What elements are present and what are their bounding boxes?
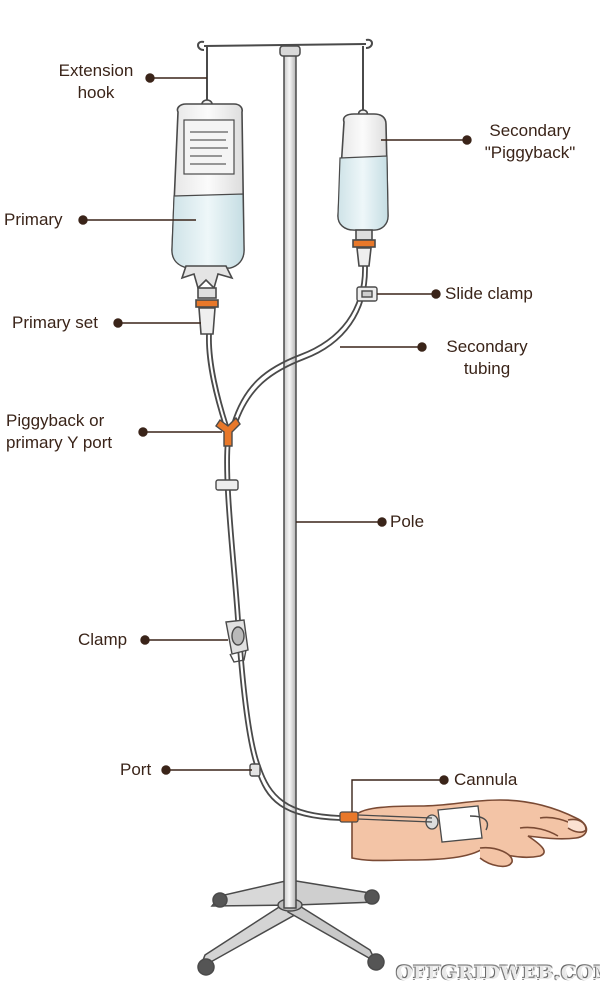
roller-clamp-shape <box>225 619 249 663</box>
label-slide-clamp: Slide clamp <box>445 284 533 303</box>
label-extension-hook-line2: hook <box>77 83 115 102</box>
label-secondary-piggyback: Secondary "Piggyback" <box>470 120 590 164</box>
label-port: Port <box>120 760 152 779</box>
label-piggyback-port-line2: primary Y port <box>6 433 113 452</box>
label-piggyback-port: Piggyback or primary Y port <box>6 410 112 454</box>
label-pole: Pole <box>390 512 425 531</box>
label-primary-set: Primary set <box>12 313 98 332</box>
cannula-shape <box>339 811 433 823</box>
label-secondary-tubing-line1: Secondary <box>446 337 528 356</box>
label-secondary-tubing-line2: tubing <box>463 359 511 378</box>
y-port <box>215 416 241 447</box>
label-cannula: Cannula <box>454 770 518 789</box>
watermark: OFFGRIDWEB.COM <box>396 962 600 984</box>
slide-clamp-shape <box>356 286 378 302</box>
label-extension-hook: Extension hook <box>44 60 148 104</box>
secondary-bag <box>337 109 389 267</box>
leader-lines <box>78 73 472 812</box>
label-secondary-tubing: Secondary tubing <box>432 336 542 380</box>
label-primary: Primary <box>4 210 63 229</box>
label-piggyback-port-line1: Piggyback or <box>6 411 105 430</box>
label-extension-hook-line1: Extension <box>58 61 134 80</box>
crossbar <box>197 38 373 110</box>
primary-bag <box>171 99 245 335</box>
label-secondary-line2: "Piggyback" <box>484 143 576 162</box>
tubing <box>206 265 368 821</box>
label-clamp: Clamp <box>78 630 128 649</box>
label-secondary-line1: Secondary <box>489 121 571 140</box>
pole-shaft <box>283 49 297 909</box>
dressing <box>437 805 483 843</box>
